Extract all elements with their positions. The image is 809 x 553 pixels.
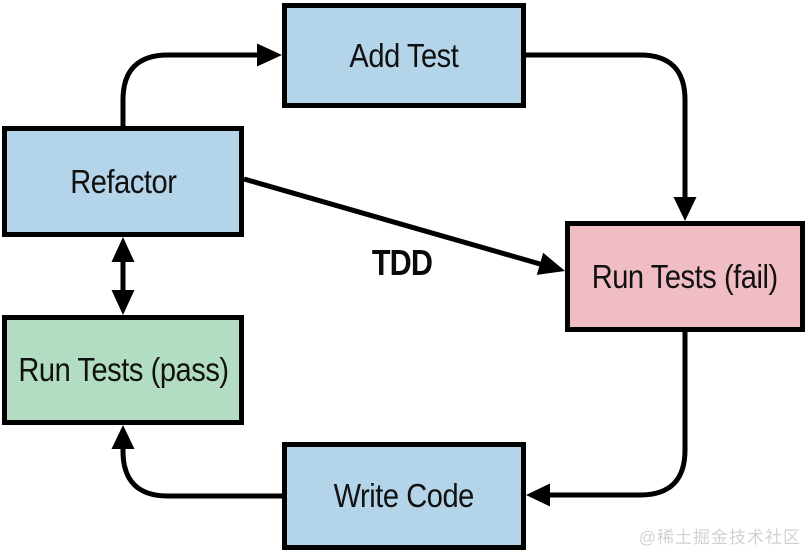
node-run-tests-pass-label: Run Tests (pass) xyxy=(17,351,229,388)
arrowhead-into-run-tests-fail-top xyxy=(673,197,697,221)
arrowhead-double-down xyxy=(111,290,135,315)
arrow-run-tests-fail-to-write-code xyxy=(550,332,688,498)
arrowhead-double-up xyxy=(111,237,135,262)
node-refactor: Refactor xyxy=(2,126,244,237)
node-run-tests-pass: Run Tests (pass) xyxy=(2,315,244,425)
arrow-refactor-to-add-test xyxy=(120,52,259,128)
node-run-tests-fail-label: Run Tests (fail) xyxy=(591,257,779,295)
tdd-center-label: TDD xyxy=(371,242,433,283)
arrowhead-into-add-test xyxy=(257,43,282,67)
node-write-code-label: Write Code xyxy=(333,477,475,514)
arrow-refactor-to-run-tests-fail-diagonal xyxy=(243,176,541,267)
node-refactor-label: Refactor xyxy=(69,162,177,200)
watermark-text: @稀土掘金技术社区 xyxy=(638,528,801,547)
arrow-write-code-to-run-tests-pass xyxy=(120,448,282,499)
arrow-add-test-to-run-tests-fail xyxy=(526,52,688,198)
node-write-code: Write Code xyxy=(282,442,526,550)
arrowhead-into-run-tests-fail-left xyxy=(536,252,565,275)
node-add-test-label: Add Test xyxy=(349,36,459,74)
arrowhead-into-run-tests-pass-bottom xyxy=(111,425,135,449)
arrowhead-into-write-code xyxy=(526,483,550,507)
node-run-tests-fail: Run Tests (fail) xyxy=(565,221,805,332)
node-add-test: Add Test xyxy=(282,3,526,108)
